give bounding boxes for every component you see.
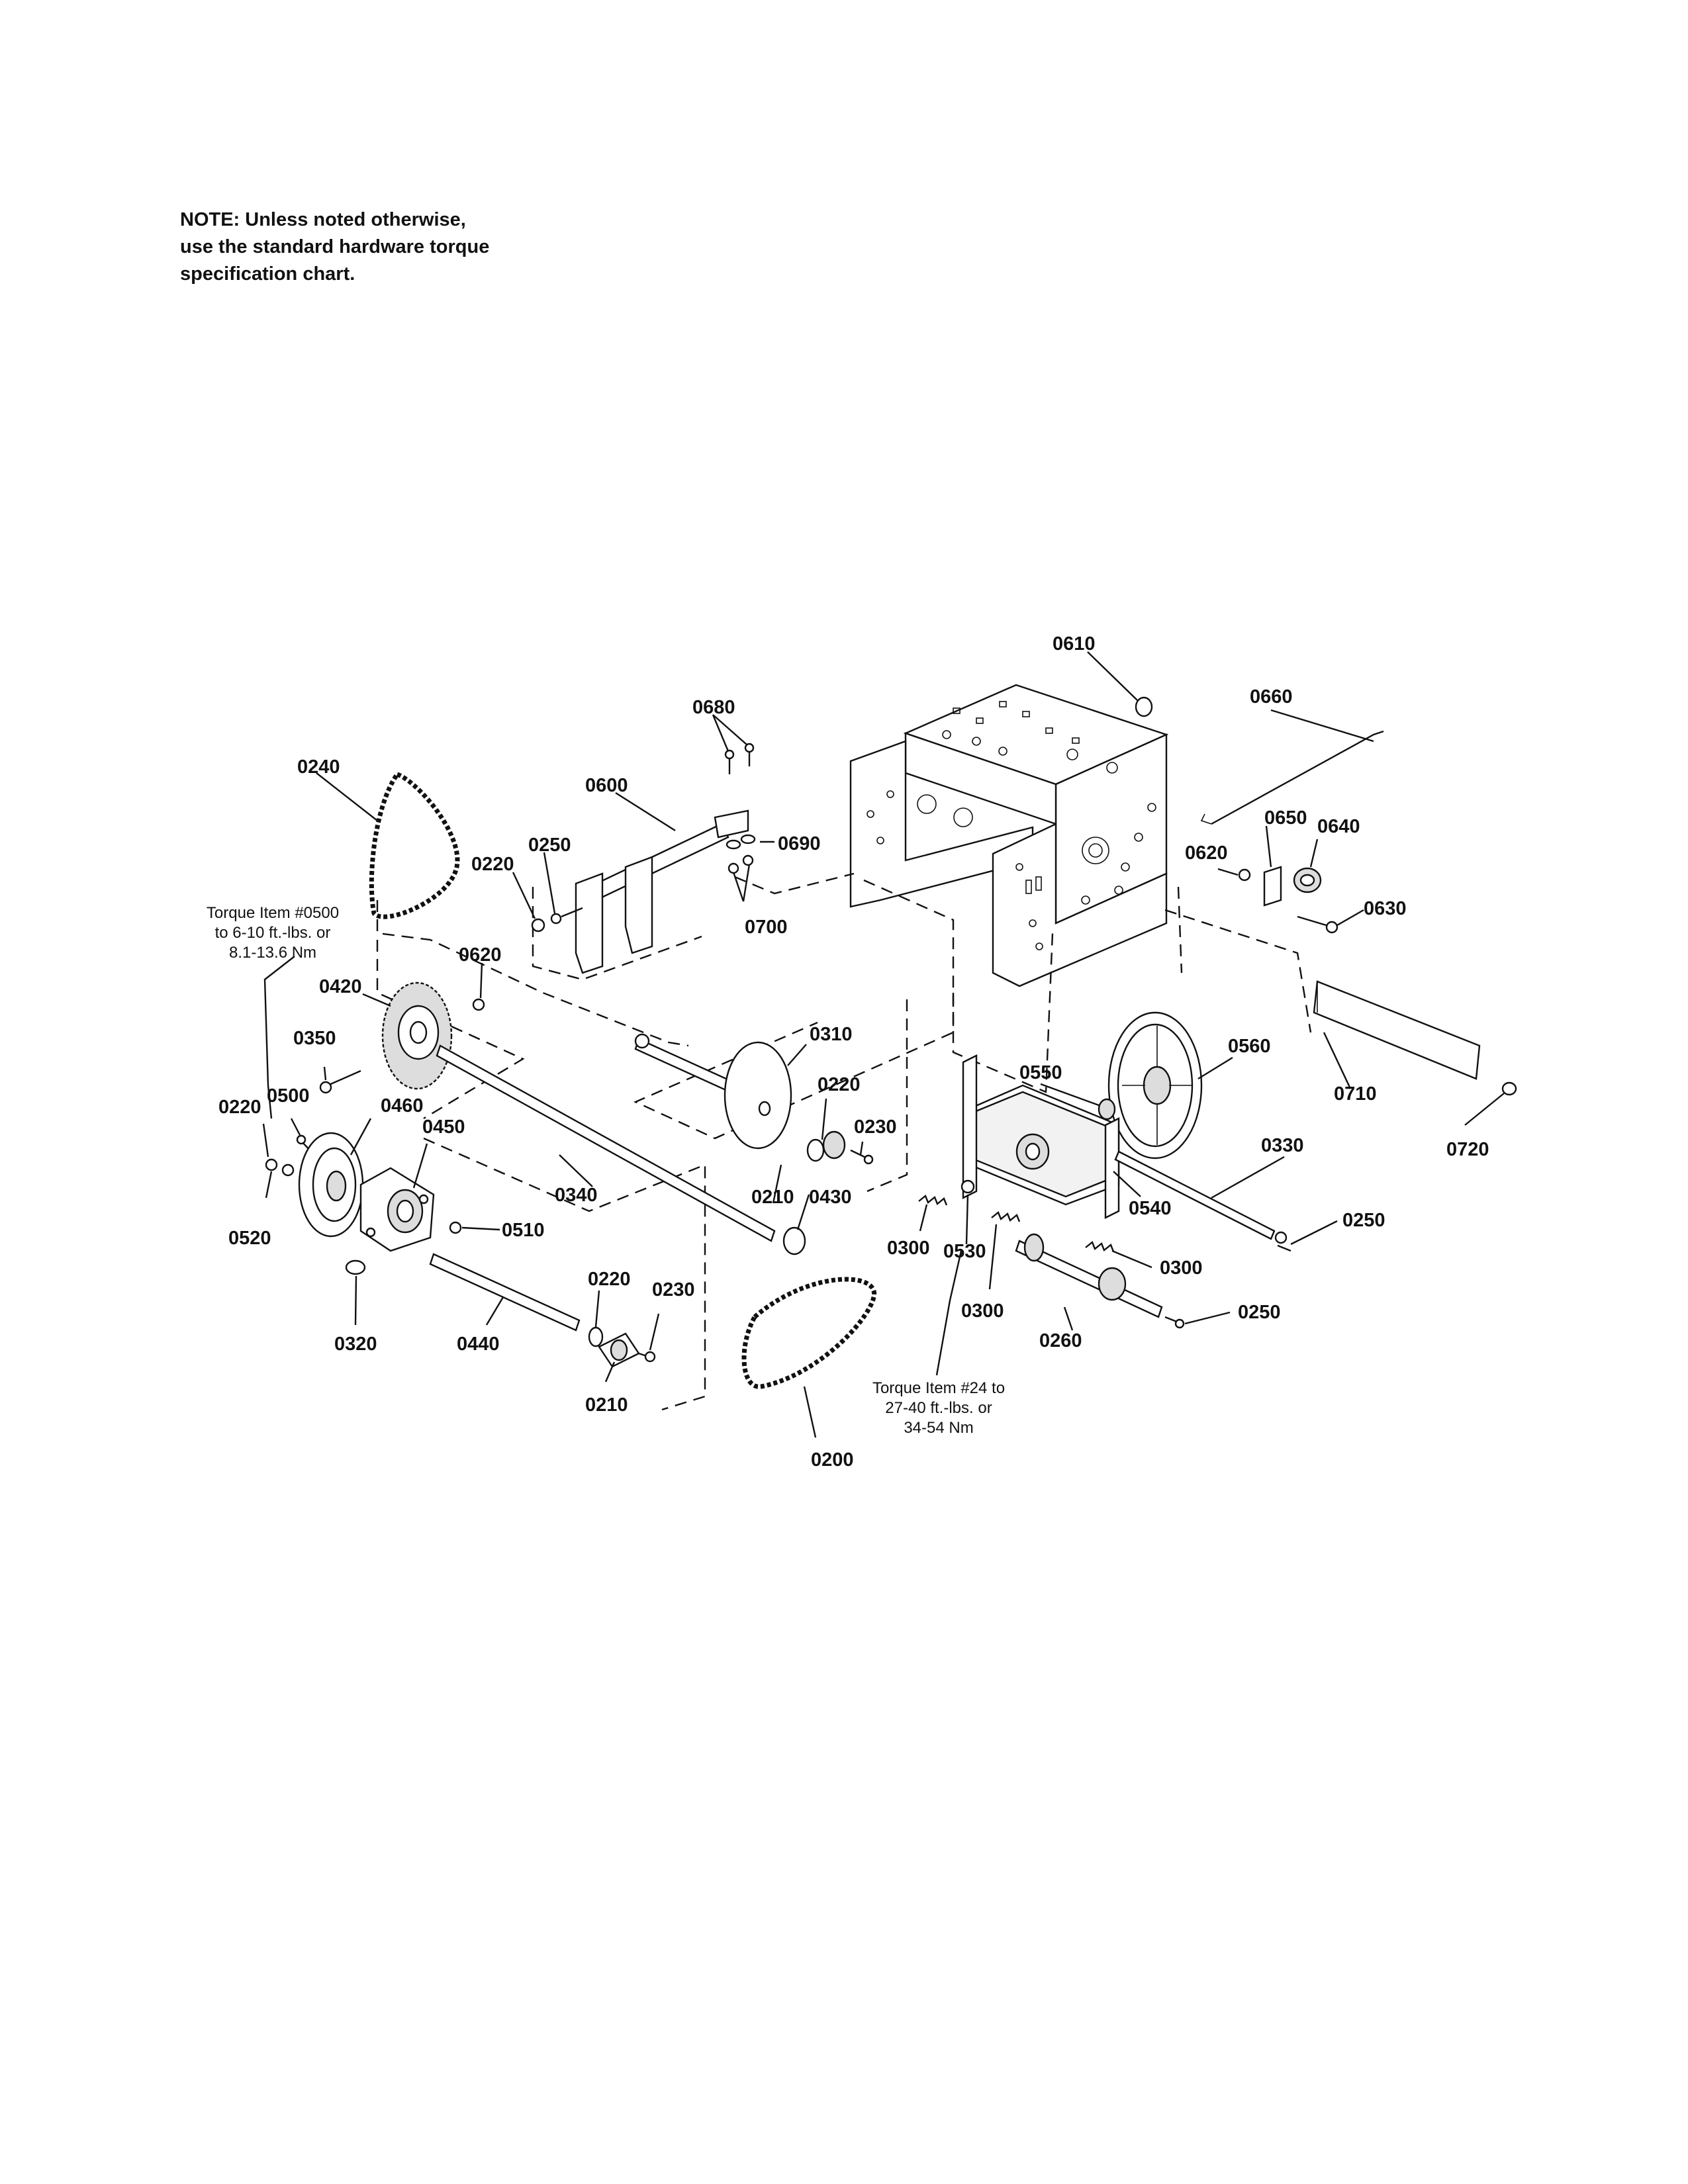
callout-0300-bottom: 0300: [961, 1300, 1004, 1322]
callout-0660: 0660: [1250, 686, 1293, 707]
friction-disc-0310: [634, 1033, 792, 1150]
shaft-0260: [1015, 1233, 1185, 1329]
callout-0520: 0520: [228, 1228, 271, 1249]
callout-0220-mid: 0220: [818, 1074, 861, 1095]
callout-0500: 0500: [267, 1085, 310, 1107]
washer-0320: [345, 1259, 366, 1275]
callout-0450: 0450: [422, 1116, 465, 1138]
gear-case-0450: [359, 1167, 435, 1252]
callout-0680: 0680: [692, 697, 735, 718]
torque-note-line-1: NOTE: Unless noted otherwise,: [180, 209, 466, 230]
callout-0320: 0320: [334, 1334, 377, 1355]
callout-0220-left: 0220: [218, 1097, 261, 1118]
callout-0220-top: 0220: [471, 854, 514, 875]
callout-0600: 0600: [585, 775, 628, 796]
callout-0250-right: 0250: [1342, 1210, 1385, 1231]
callout-0640: 0640: [1317, 816, 1360, 837]
callout-0530: 0530: [943, 1241, 986, 1262]
callout-0710: 0710: [1334, 1083, 1377, 1105]
callout-0550: 0550: [1019, 1062, 1062, 1083]
washer-0620: [472, 998, 485, 1011]
frame-housing: [849, 684, 1169, 987]
grommet-0610: [1135, 696, 1153, 717]
callout-0230-bottom: 0230: [652, 1279, 695, 1300]
torque-0500-line-1: Torque Item #0500: [207, 904, 339, 922]
bolts-0680: [724, 743, 755, 774]
hardware-0220-0250: [531, 907, 583, 933]
torque-note-line-3: specification chart.: [180, 263, 355, 285]
leader-lines: [262, 651, 1505, 1438]
bearing-0220-0230: [806, 1130, 874, 1165]
callout-0630: 0630: [1364, 898, 1407, 919]
bracket-plate-0540: [962, 1054, 1120, 1219]
callout-0420: 0420: [319, 976, 362, 997]
callout-0330: 0330: [1261, 1135, 1304, 1156]
chain-0240: [369, 771, 460, 919]
callout-0350: 0350: [293, 1028, 336, 1049]
callout-0610: 0610: [1053, 633, 1096, 655]
callout-0250-top: 0250: [528, 835, 571, 856]
callout-0540: 0540: [1129, 1198, 1172, 1219]
shift-arm-0600: [575, 809, 749, 974]
shaft-0330: [1114, 1150, 1291, 1252]
callout-0210-bottom: 0210: [585, 1394, 628, 1416]
torque-note-line-2: use the standard hardware torque: [180, 236, 490, 257]
callout-0300-right: 0300: [1160, 1257, 1203, 1279]
callout-0560: 0560: [1228, 1036, 1271, 1057]
torque-note-item-24: Torque Item #24 to 27-40 ft.-lbs. or 34-…: [872, 1379, 1005, 1437]
torque-24-line-3: 34-54 Nm: [904, 1419, 973, 1437]
callout-0460: 0460: [381, 1095, 424, 1116]
callout-0430: 0430: [809, 1187, 852, 1208]
callout-labels: 0610 0660 0680 0600 0690 0700 0240 0250 …: [218, 633, 1489, 1471]
washer-0550: [1098, 1098, 1116, 1120]
callout-0720: 0720: [1446, 1139, 1489, 1160]
axle-tube-0710: [1313, 980, 1517, 1096]
callout-0230-mid: 0230: [854, 1116, 897, 1138]
callout-0620-left: 0620: [459, 944, 502, 966]
torque-note-item-0500: Torque Item #0500 to 6-10 ft.-lbs. or 8.…: [207, 904, 339, 962]
nut-0510: [449, 1221, 462, 1234]
assembly-guide-lines: [376, 872, 1312, 1411]
pulley-0460: [298, 1132, 364, 1238]
callout-0690: 0690: [778, 833, 821, 854]
spring-0300-b: [991, 1211, 1021, 1222]
shaft-0340: [436, 1044, 806, 1255]
washers-0690-0700: [726, 834, 756, 874]
rod-0660: [1200, 730, 1384, 825]
spring-0300-c: [1085, 1241, 1115, 1252]
callout-0220-bottom: 0220: [588, 1269, 631, 1290]
torque-note: NOTE: Unless noted otherwise, use the st…: [180, 206, 551, 288]
callout-0250-bottom: 0250: [1238, 1302, 1281, 1323]
torque-0500-line-2: to 6-10 ft.-lbs. or: [215, 924, 331, 942]
torque-24-line-1: Torque Item #24 to: [872, 1379, 1005, 1397]
shaft-0440: [429, 1253, 581, 1332]
bracket-0650-spring-0640: [1238, 866, 1338, 934]
callout-0300-left: 0300: [887, 1238, 930, 1259]
callout-0260: 0260: [1039, 1330, 1082, 1351]
nut-0530: [961, 1179, 975, 1194]
chain-0200: [741, 1277, 877, 1389]
callout-0620-right: 0620: [1185, 842, 1228, 864]
sprocket-0420: [381, 981, 453, 1090]
spring-0300-a: [918, 1195, 948, 1206]
torque-24-line-2: 27-40 ft.-lbs. or: [885, 1399, 992, 1417]
callout-0210-mid: 0210: [751, 1187, 794, 1208]
callout-0440: 0440: [457, 1334, 500, 1355]
bearing-flange-0210: [588, 1326, 656, 1368]
torque-0500-line-3: 8.1-13.6 Nm: [229, 944, 316, 962]
callout-0200: 0200: [811, 1449, 854, 1471]
drive-wheel-0560: [1107, 1011, 1203, 1160]
callout-0510: 0510: [502, 1220, 545, 1241]
callout-0340: 0340: [555, 1185, 598, 1206]
callout-0240: 0240: [297, 756, 340, 778]
callout-0700: 0700: [745, 917, 788, 938]
callout-0650: 0650: [1264, 807, 1307, 829]
bolt-0350: [319, 1069, 361, 1094]
hardware-0500-0520: [265, 1134, 312, 1177]
callout-0310: 0310: [810, 1024, 853, 1045]
